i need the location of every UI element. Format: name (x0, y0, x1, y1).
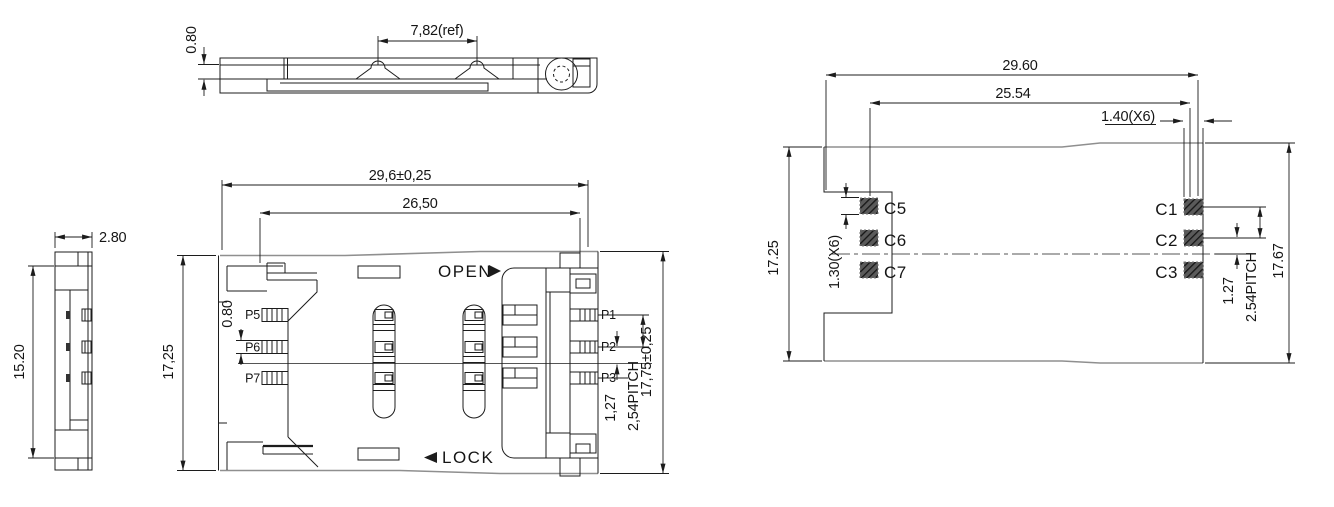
pad-label-c7: C7 (884, 263, 907, 282)
pin-label-p1: P1 (601, 308, 616, 322)
pad-label-c2: C2 (1155, 231, 1178, 250)
front-view-pins-left: P5 P6 P7 (245, 308, 289, 386)
pad-c5 (859, 197, 879, 215)
top-view: 7,82(ref) 0.80 (184, 23, 598, 96)
dim-2-54-footprint: 2.54PITCH (1203, 206, 1266, 322)
open-slot (357, 265, 401, 279)
dim-1-40: 1.40(X6) (1101, 109, 1232, 197)
dim-29-6-label: 29,6±0,25 (369, 168, 432, 184)
pad-c6 (859, 229, 879, 247)
dim-1-27-footprint: 1.27 (1203, 223, 1266, 305)
side-view-body (54, 251, 93, 471)
dim-2-54-front: 2,54PITCH (626, 315, 646, 431)
dim-26-50: 26,50 (259, 196, 581, 265)
pad-label-c3: C3 (1155, 263, 1178, 282)
dim-17-25-footprint-label: 17.25 (766, 240, 782, 275)
dim-2-54-footprint-label: 2.54PITCH (1244, 252, 1260, 322)
pad-c3 (1183, 261, 1204, 279)
side-view-pins (66, 308, 92, 385)
oval-slot-right (462, 304, 486, 419)
dim-1-27-front-label: 1,27 (603, 394, 619, 422)
dim-1-27-footprint-label: 1.27 (1221, 277, 1237, 305)
dim-17-25-footprint: 17.25 (766, 146, 822, 362)
pin-label-p7: P7 (245, 372, 260, 386)
pad-label-c6: C6 (884, 231, 907, 250)
dim-25-54-label: 25.54 (995, 86, 1030, 102)
pivot-circle-inner (553, 65, 570, 83)
dim-0-80-front-label: 0.80 (220, 300, 236, 328)
front-view-left-cluster (218, 262, 319, 470)
dim-1-40-label: 1.40(X6) (1101, 109, 1155, 125)
footprint-pads: C5 C6 C7 C1 C2 C3 (859, 197, 1204, 282)
pad-c1 (1183, 198, 1204, 216)
pin-label-p5: P5 (245, 308, 260, 322)
dim-29-60-label: 29.60 (1002, 58, 1037, 74)
pin-label-p2: P2 (601, 340, 616, 354)
dim-0-80-top: 0.80 (184, 26, 220, 96)
open-arrow-icon (489, 265, 501, 277)
dim-29-60: 29.60 (825, 58, 1199, 196)
dim-1-30: 1.30(X6) (827, 183, 859, 289)
dim-17-25-front-label: 17,25 (161, 344, 177, 379)
dim-1-30-label: 1.30(X6) (827, 235, 843, 289)
dim-29-6: 29,6±0,25 (221, 168, 589, 250)
dim-2-54-front-label: 2,54PITCH (626, 361, 642, 431)
dim-15-20: 15.20 (12, 265, 54, 459)
dim-17-67: 17.67 (1205, 142, 1295, 364)
dim-1-27-front: 1,27 (603, 331, 620, 422)
lock-arrow-icon (424, 452, 437, 463)
oval-slot-left (372, 304, 396, 419)
open-label: OPEN (438, 262, 492, 281)
dim-0-80-front: 0.80 (220, 300, 262, 365)
top-view-body (219, 57, 598, 94)
dim-26-50-label: 26,50 (402, 196, 437, 212)
pad-label-c5: C5 (884, 199, 907, 218)
dim-17-67-label: 17.67 (1271, 243, 1287, 278)
dim-7-82: 7,82(ref) (377, 23, 478, 65)
dim-25-54: 25.54 (869, 86, 1191, 197)
dim-2-80: 2.80 (54, 230, 127, 248)
dim-15-20-label: 15.20 (12, 344, 28, 379)
pad-c2 (1183, 229, 1204, 247)
dim-17-25-front: 17,25 (161, 255, 216, 471)
front-view-mid-contacts (502, 304, 538, 389)
pivot-circle (545, 57, 578, 91)
footprint-view: C5 C6 C7 C1 C2 C3 29.60 25.54 1.40(X6) (766, 58, 1295, 364)
front-view: P5 P6 P7 0.80 (161, 168, 669, 477)
footprint-outline (823, 142, 1215, 364)
dim-0-80-top-label: 0.80 (184, 26, 200, 54)
pin-label-p6: P6 (245, 341, 260, 355)
lock-label: LOCK (442, 448, 494, 467)
front-view-pins-right: P1 P2 P3 (569, 308, 649, 385)
side-view: 2.80 15.20 (12, 230, 127, 471)
top-peg (559, 252, 581, 269)
dim-2-80-label: 2.80 (99, 230, 127, 246)
front-view-center-slots: OPEN LOCK (238, 262, 652, 467)
bottom-peg (559, 457, 581, 477)
pad-c7 (859, 261, 879, 279)
front-view-right-cluster (501, 252, 598, 477)
front-view-outline (218, 250, 599, 475)
pad-label-c1: C1 (1155, 200, 1178, 219)
pin-label-p3: P3 (601, 371, 616, 385)
dim-7-82-label: 7,82(ref) (411, 23, 464, 39)
lock-slot (357, 447, 400, 461)
